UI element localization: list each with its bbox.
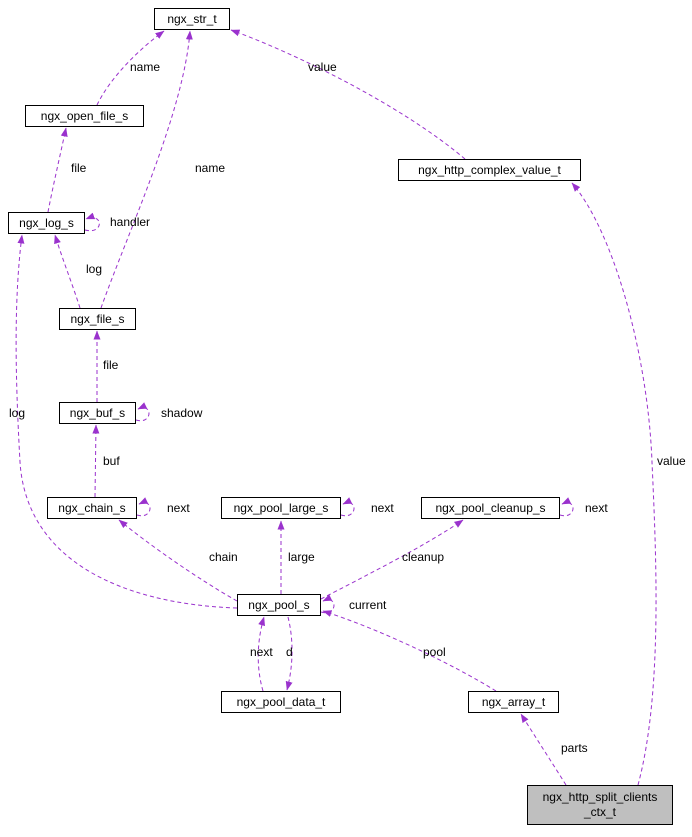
edge-path [15, 234, 238, 609]
edge-label: parts [561, 741, 588, 755]
edge-label: name [130, 60, 161, 74]
edge-label: log [9, 406, 26, 420]
node-ngx_open_file_s[interactable]: ngx_open_file_s [25, 105, 144, 127]
edge-path [571, 182, 657, 786]
edge-path [136, 497, 151, 517]
edge-path [84, 212, 100, 232]
node-ngx_buf_s[interactable]: ngx_buf_s [59, 402, 136, 424]
edge-label: buf [103, 454, 120, 468]
node-ngx_log_s[interactable]: ngx_log_s [8, 212, 85, 234]
edge-path [92, 424, 100, 498]
edge-path [320, 594, 335, 614]
edge-path [257, 616, 265, 692]
edge-path [54, 234, 81, 309]
edge-label: chain [209, 550, 238, 564]
edge-label: value [657, 454, 686, 468]
edge-label: next [250, 645, 273, 659]
edge-path [559, 497, 574, 517]
edge-label: d [286, 645, 293, 659]
node-ngx_pool_cleanup_s[interactable]: ngx_pool_cleanup_s [421, 497, 560, 519]
edge-label: cleanup [402, 550, 445, 564]
edge-path [230, 29, 466, 160]
edge-label: file [71, 161, 87, 175]
edge-label: shadow [161, 406, 203, 420]
edge-label: next [371, 501, 394, 515]
edge-path [118, 519, 238, 602]
edge-path [285, 616, 293, 691]
edge-path [322, 610, 497, 692]
edge-label: next [167, 501, 190, 515]
edge-label: handler [110, 215, 151, 229]
edge-label: large [288, 550, 315, 564]
node-ngx_pool_large_s[interactable]: ngx_pool_large_s [221, 497, 341, 519]
edge-path [340, 497, 355, 517]
edge-path [135, 402, 150, 422]
edge-label: log [86, 262, 103, 276]
edge-label: name [195, 161, 226, 175]
edge-path [520, 713, 567, 786]
node-ngx_array_t[interactable]: ngx_array_t [468, 691, 559, 713]
node-ngx_chain_s[interactable]: ngx_chain_s [47, 497, 137, 519]
edge-path [47, 127, 68, 213]
edge-path [96, 30, 165, 106]
node-ngx_http_complex_value_t[interactable]: ngx_http_complex_value_t [398, 159, 581, 181]
edge-label: file [103, 358, 119, 372]
edge-label: current [349, 598, 387, 612]
edge-label: next [585, 501, 608, 515]
node-ngx_file_s[interactable]: ngx_file_s [59, 308, 136, 330]
edge-label: value [308, 60, 337, 74]
node-ngx_pool_data_t[interactable]: ngx_pool_data_t [221, 691, 341, 713]
edge-path [320, 519, 464, 600]
node-ngx_str_t[interactable]: ngx_str_t [154, 8, 230, 30]
node-ngx_http_split_clients_ctx_t: ngx_http_split_clients _ctx_t [527, 785, 673, 825]
edge-label: pool [423, 645, 446, 659]
node-ngx_pool_s[interactable]: ngx_pool_s [237, 594, 321, 616]
